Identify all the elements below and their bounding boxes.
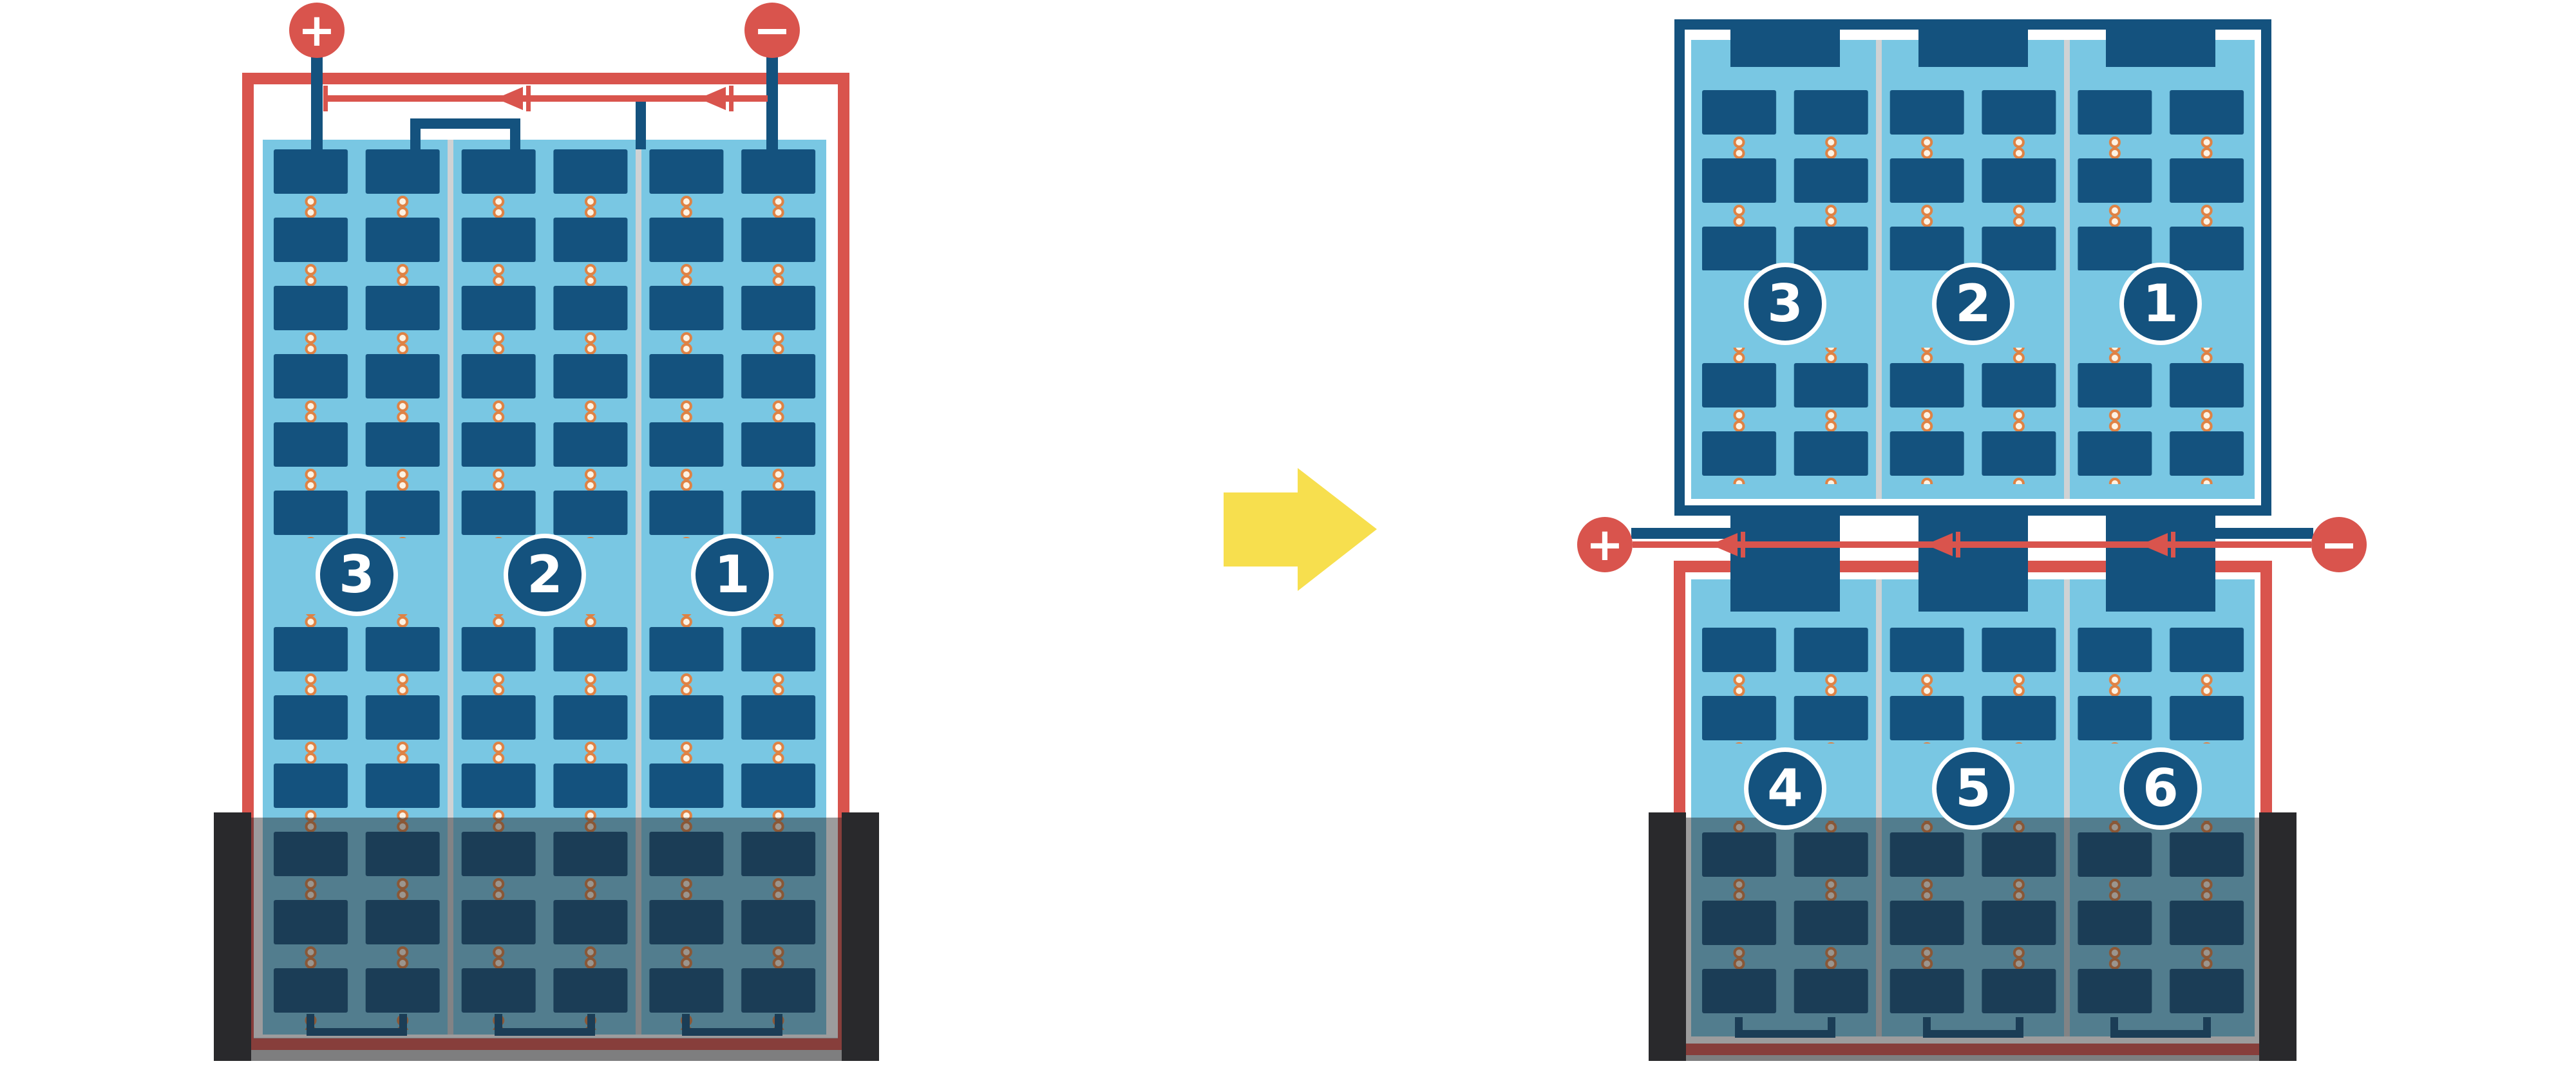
string-tab	[1730, 30, 1840, 67]
shade-edge-bar	[2259, 812, 2297, 1061]
string-label-circle: 2	[504, 534, 586, 616]
shade-edge-bar	[842, 812, 879, 1061]
terminal-stub	[1631, 528, 1736, 539]
negative-terminal: −	[2311, 517, 2367, 572]
terminal-stub	[2210, 528, 2313, 539]
string-separator	[636, 140, 641, 1035]
string-interconnect	[1918, 507, 2028, 612]
string-jumper	[1735, 1017, 1835, 1038]
string-label-circle: 3	[316, 534, 398, 616]
string-separator	[2064, 40, 2070, 499]
shade-overlay	[214, 818, 879, 1061]
current-direction-wire	[323, 86, 768, 111]
string-separator	[448, 140, 453, 1035]
string-jumper	[307, 1014, 407, 1036]
string-tab	[1918, 30, 2028, 67]
string-jumper	[682, 1014, 782, 1036]
current-direction-arrow-icon	[1926, 533, 1953, 556]
string-label-circle: 5	[1932, 747, 2014, 830]
string-separator	[1876, 579, 1882, 1036]
negative-terminal: −	[744, 3, 800, 58]
terminal-stem	[766, 57, 778, 183]
panel-frame	[242, 73, 849, 1050]
top-string-stub	[636, 102, 646, 149]
string-jumper	[495, 1014, 595, 1036]
shade-overlay	[1649, 818, 2297, 1061]
string-separator	[2064, 579, 2070, 1036]
string-label-circle: 4	[1744, 747, 1826, 830]
string-jumper	[1923, 1017, 2023, 1038]
current-direction-arrow-icon	[496, 87, 523, 110]
shade-edge-bar	[214, 812, 251, 1061]
middle-wire-row	[1631, 507, 2313, 612]
transform-arrow-icon	[1224, 468, 1377, 591]
string-label-circle: 6	[2119, 747, 2202, 830]
string-label-circle: 1	[691, 534, 773, 616]
current-direction-arrow-icon	[699, 87, 726, 110]
string-label-circle: 2	[1932, 263, 2014, 345]
shade-edge-bar	[1649, 812, 1686, 1061]
string-label-circle: 1	[2119, 263, 2202, 345]
terminal-stem	[311, 57, 323, 183]
string-label-circle: 3	[1744, 263, 1826, 345]
current-direction-arrow-icon	[2141, 533, 2168, 556]
string-jumper	[2110, 1017, 2211, 1038]
top-string-jumper	[410, 118, 520, 149]
current-direction-arrow-icon	[1710, 533, 1738, 556]
string-separator	[1876, 40, 1882, 499]
string-tab	[2106, 30, 2215, 67]
string-interconnect	[2106, 507, 2215, 612]
positive-terminal: +	[1577, 517, 1633, 572]
positive-terminal: +	[289, 3, 345, 58]
string-interconnect	[1730, 507, 1840, 612]
